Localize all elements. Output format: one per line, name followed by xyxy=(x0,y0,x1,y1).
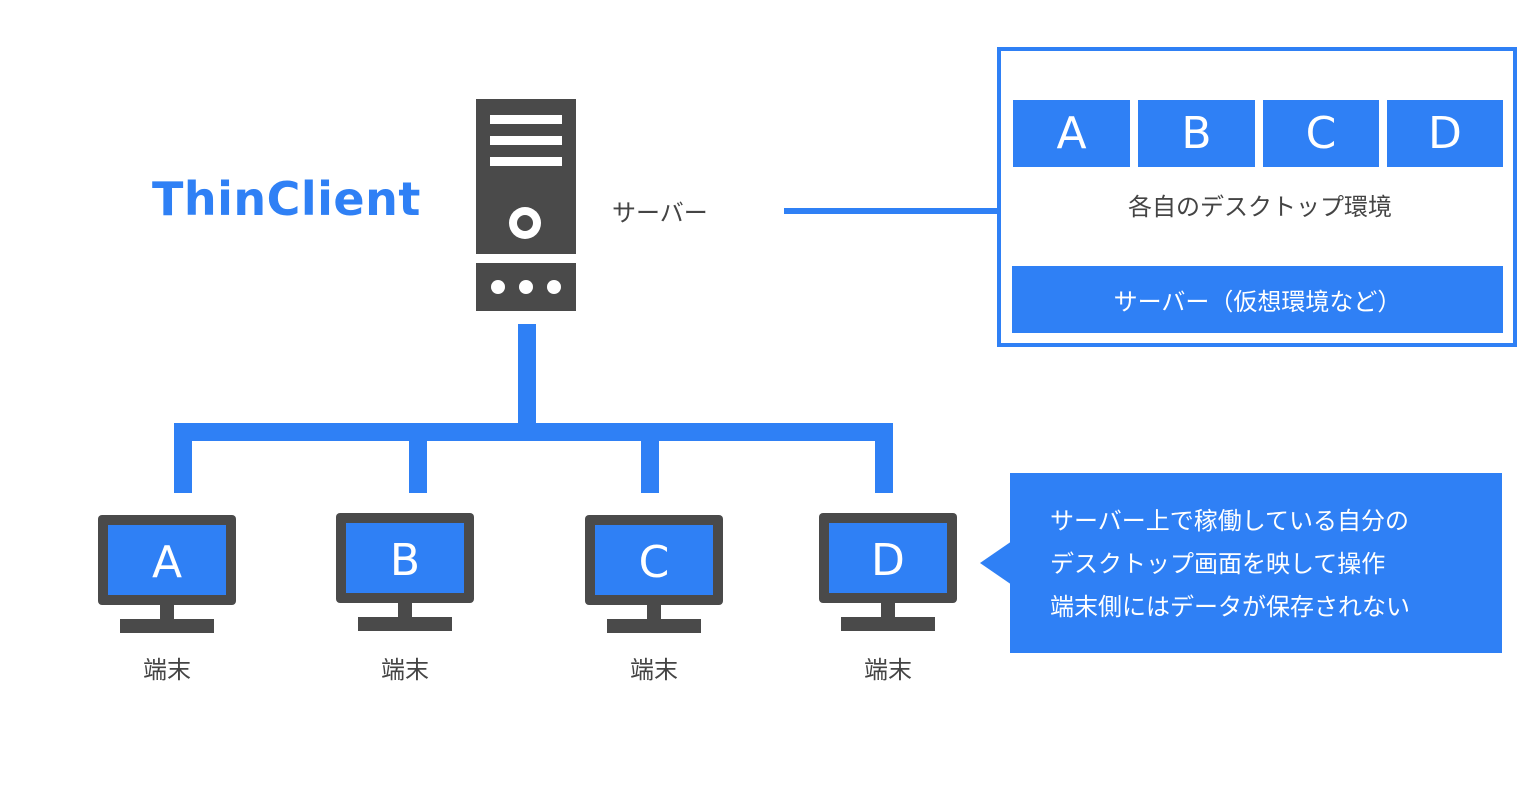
terminal-screen-label: A xyxy=(152,537,182,588)
desktop-cell-d: D xyxy=(1387,100,1503,167)
desktops-label: 各自のデスクトップ環境 xyxy=(1128,193,1392,221)
tree-horizontal-line xyxy=(174,423,892,441)
terminal-label: 端末 xyxy=(630,656,678,684)
callout-line: サーバー上で稼働している自分の xyxy=(1050,507,1410,535)
terminal-c: C xyxy=(585,515,723,635)
terminal-b: B xyxy=(336,513,474,633)
server-tower-icon xyxy=(476,99,576,311)
server-panel-connector xyxy=(784,208,997,214)
terminal-d: D xyxy=(819,513,957,633)
terminal-screen-label: D xyxy=(871,535,905,586)
monitor-icon: A xyxy=(98,515,236,633)
explanation-callout: サーバー上で稼働している自分の デスクトップ画面を映して操作 端末側にはデータが… xyxy=(1010,473,1502,653)
server-trunk-line xyxy=(518,324,536,428)
callout-line: 端末側にはデータが保存されない xyxy=(1050,593,1410,621)
server-desktop-panel xyxy=(997,47,1517,347)
terminal-label: 端末 xyxy=(143,656,191,684)
desktop-cell-c: C xyxy=(1263,100,1379,167)
branch-line-c xyxy=(641,423,659,493)
branch-line-b xyxy=(409,423,427,493)
server-virtual-bar: サーバー（仮想環境など） xyxy=(1012,266,1503,333)
terminal-screen-label: B xyxy=(390,535,420,586)
monitor-icon: D xyxy=(819,513,957,631)
desktop-cell-a: A xyxy=(1013,100,1130,167)
terminal-screen-label: C xyxy=(639,537,670,588)
terminal-label: 端末 xyxy=(864,656,912,684)
branch-line-d xyxy=(875,423,893,493)
terminal-a: A xyxy=(98,515,236,635)
server-label: サーバー xyxy=(612,199,708,227)
monitor-icon: C xyxy=(585,515,723,633)
branch-line-a xyxy=(174,423,192,493)
callout-line: デスクトップ画面を映して操作 xyxy=(1050,550,1386,578)
desktop-cell-b: B xyxy=(1138,100,1255,167)
diagram-title: ThinClient xyxy=(152,172,421,226)
terminal-label: 端末 xyxy=(381,656,429,684)
monitor-icon: B xyxy=(336,513,474,631)
callout-pointer xyxy=(980,541,1012,585)
